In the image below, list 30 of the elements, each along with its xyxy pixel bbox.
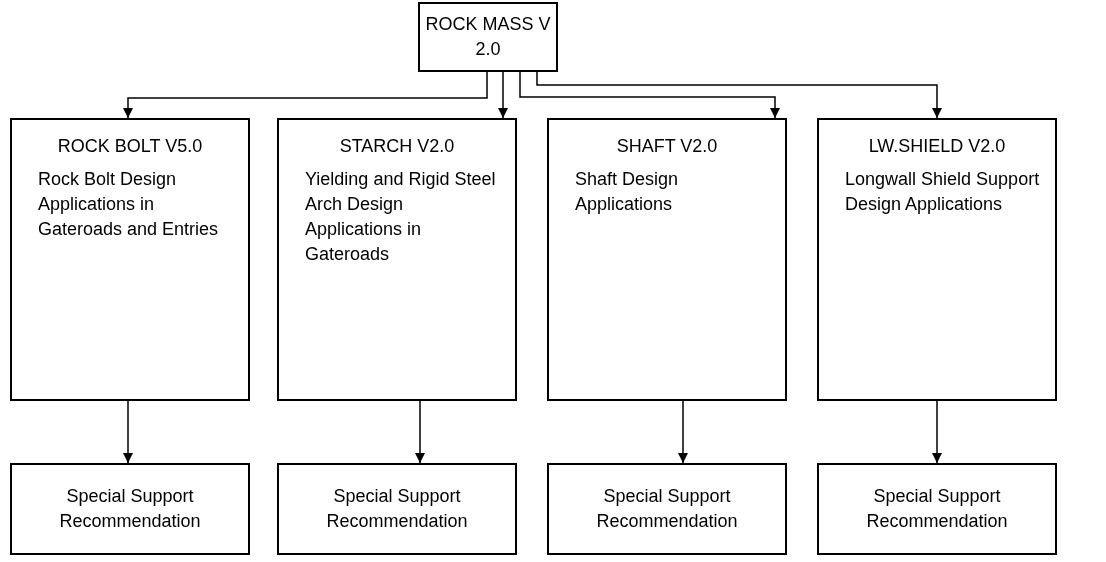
module-description: Shaft Design Applications — [574, 168, 680, 216]
module-box — [547, 118, 787, 401]
result-box — [817, 463, 1057, 555]
arrow — [677, 400, 689, 464]
arrow — [536, 71, 943, 119]
arrow — [122, 400, 134, 464]
module-description: Yielding and Rigid Steel Arch Design Applications in Gateroads — [304, 168, 497, 266]
box-label: Special Support Recommendation — [865, 485, 1009, 533]
module-title: SHAFT V2.0 — [615, 135, 719, 158]
box-label: Special Support Recommendation — [58, 485, 202, 533]
arrow — [414, 400, 426, 464]
arrow — [122, 71, 488, 119]
box-label: Special Support Recommendation — [325, 485, 469, 533]
module-title: STARCH V2.0 — [338, 135, 456, 158]
module-title: ROCK BOLT V5.0 — [56, 135, 204, 158]
module-box — [10, 118, 250, 401]
arrow — [931, 400, 943, 464]
module-box — [817, 118, 1057, 401]
module-box — [277, 118, 517, 401]
result-box — [10, 463, 250, 555]
box-label: Special Support Recommendation — [595, 485, 739, 533]
module-title: LW.SHIELD V2.0 — [867, 135, 1007, 158]
box-label: ROCK MASS V 2.0 — [424, 13, 552, 61]
result-box — [547, 463, 787, 555]
arrow — [497, 71, 509, 119]
root-box — [418, 2, 558, 72]
arrow — [519, 71, 781, 119]
result-box — [277, 463, 517, 555]
module-description: Longwall Shield Support Design Applications — [844, 168, 1041, 216]
module-description: Rock Bolt Design Applications in Gateroads and Entries — [37, 168, 220, 241]
